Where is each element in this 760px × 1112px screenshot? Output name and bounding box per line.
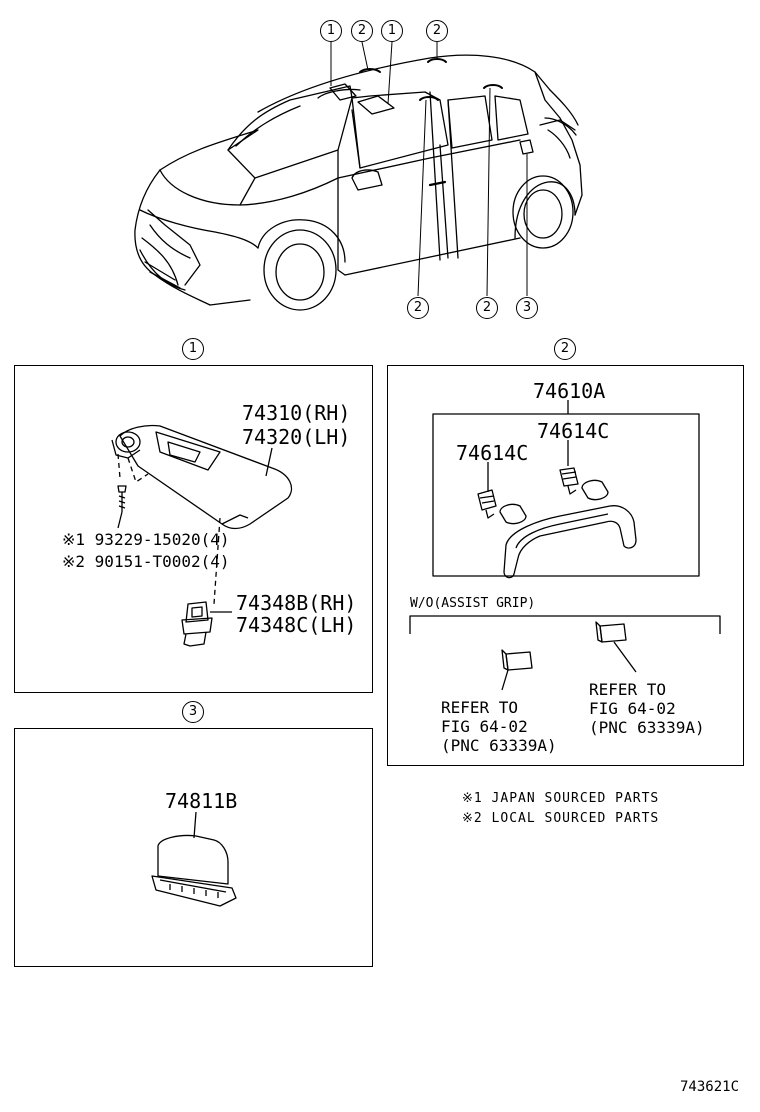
part-holder-rh: 74348B(RH) [236,591,357,615]
without-assist-grip-label: W/O(ASSIST GRIP) [410,596,536,611]
callout-2-grip-front: 2 [351,20,373,42]
refer-left-line2: FIG 64-02 [441,717,528,736]
note-japan-sourced: ※1 JAPAN SOURCED PARTS [462,791,660,806]
part-visor-rh: 74310(RH) [242,401,351,425]
part-assist-grip-assy: 74610A [533,379,606,403]
callout-2-grip-rear: 2 [426,20,448,42]
callout-3-rear-trim: 3 [516,297,538,319]
note-local-sourced: ※2 LOCAL SOURCED PARTS [462,811,660,826]
part-grip-cover-left: 74614C [456,441,529,465]
part-holder-lh: 74348C(LH) [236,613,357,637]
refer-right-line1: REFER TO [589,680,667,699]
figure-id: 743621C [680,1079,740,1095]
section-3-panel [14,728,373,967]
callout-2-grip-side-b: 2 [476,297,498,319]
section-2-panel [387,365,744,766]
refer-left-line3: (PNC 63339A) [441,736,557,755]
part-grip-cover-right: 74614C [537,419,610,443]
refer-right-line3: (PNC 63339A) [589,718,705,737]
part-screw-local: ※2 90151-T0002(4) [62,552,230,571]
section-1-panel [14,365,373,693]
callout-2-grip-side-a: 2 [407,297,429,319]
section-3-marker: 3 [182,701,204,723]
callout-1-visor-left: 1 [320,20,342,42]
refer-right-line2: FIG 64-02 [589,699,676,718]
part-rear-trim: 74811B [165,789,238,813]
callout-1-visor-right: 1 [381,20,403,42]
part-visor-lh: 74320(LH) [242,425,351,449]
section-1-marker: 1 [182,338,204,360]
part-screw-japan: ※1 93229-15020(4) [62,530,230,549]
refer-left-line1: REFER TO [441,698,519,717]
section-2-marker: 2 [554,338,576,360]
